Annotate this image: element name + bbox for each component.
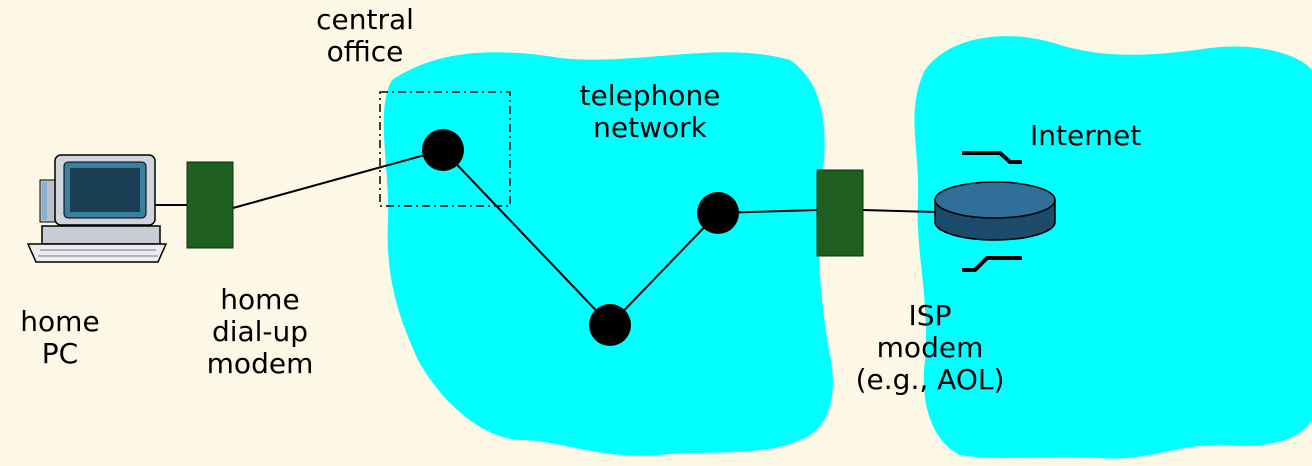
internet-arrow-top: [962, 151, 1022, 164]
internet-arrow-bottom: [962, 256, 1022, 272]
home-pc-label: home PC: [20, 305, 100, 370]
isp-modem-label: ISP modem (e.g., AOL): [855, 299, 1005, 396]
link-bottom-to-right-switch: [609, 212, 719, 326]
link-central-to-bottom-switch: [442, 149, 611, 326]
isp-modem-icon: [816, 169, 864, 257]
link-isp-modem-to-router: [862, 209, 936, 213]
home-modem-icon: [186, 161, 234, 249]
telephone-network-label: telephone network: [579, 79, 721, 144]
router-icon: [934, 181, 1056, 241]
network-switch-right: [697, 192, 739, 234]
telephone-network-cloud: [383, 52, 833, 456]
central-office-label: central office: [316, 3, 414, 68]
central-office-box: [379, 91, 511, 207]
central-office-switch: [422, 129, 464, 171]
internet-cloud: [914, 36, 1312, 459]
internet-label: Internet: [1030, 119, 1142, 152]
link-modem-to-central-office: [232, 149, 444, 209]
home-modem-label: home dial-up modem: [206, 283, 314, 380]
home-pc-icon: [26, 154, 168, 263]
network-switch-bottom: [589, 304, 631, 346]
